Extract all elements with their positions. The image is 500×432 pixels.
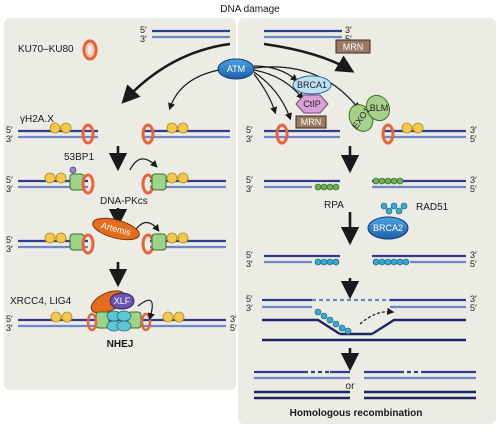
prime-label: 5′ bbox=[246, 250, 253, 260]
prime-label: 5′ bbox=[6, 235, 13, 245]
rpa-coat bbox=[314, 177, 404, 191]
prime-label: 3′ bbox=[6, 323, 13, 333]
prime-label: 5′ bbox=[470, 184, 477, 194]
rad51-invading-strand bbox=[314, 308, 352, 335]
nhej-ligation-complex bbox=[18, 290, 226, 332]
brca2 bbox=[367, 216, 409, 240]
ctip bbox=[295, 94, 329, 114]
prime-label: 5′ bbox=[470, 303, 477, 313]
prime-label: 3′ bbox=[246, 303, 253, 313]
prime-label: 3′ bbox=[6, 244, 13, 254]
rad51-filament-loading bbox=[380, 202, 408, 215]
artemis bbox=[92, 217, 140, 241]
rad51-label: RAD51 bbox=[416, 202, 449, 213]
prime-label: 5′ bbox=[246, 175, 253, 185]
mrn-box bbox=[335, 39, 371, 54]
brca2-label: BRCA2 bbox=[373, 223, 403, 233]
hr-resolution-product-a bbox=[254, 370, 350, 400]
atm-label: ATM bbox=[227, 64, 245, 74]
ctip-label: CtIP bbox=[303, 99, 321, 109]
prime-label: 3′ bbox=[140, 34, 147, 44]
prime-label: 5′ bbox=[6, 175, 13, 185]
nhej-panel bbox=[4, 18, 236, 390]
nhej-dna-artemis bbox=[18, 221, 226, 255]
hr-strand-invasion bbox=[262, 298, 466, 342]
prime-label: 3′ bbox=[246, 134, 253, 144]
hr-dna-rad51-filament bbox=[264, 254, 466, 264]
53bp1-label: 53BP1 bbox=[64, 152, 94, 163]
nhej-dna-pkcs-bound bbox=[18, 158, 226, 195]
prime-label: 3′ bbox=[246, 184, 253, 194]
or-label: or bbox=[346, 381, 356, 392]
nhej-dna-ku-bound bbox=[18, 122, 230, 145]
hr-resolution-product-b bbox=[364, 370, 476, 400]
prime-label: 3′ bbox=[246, 259, 253, 269]
prime-label: 5′ bbox=[246, 294, 253, 304]
prime-label: 3′ bbox=[6, 134, 13, 144]
prime-label: 3′ bbox=[345, 25, 352, 35]
xlf bbox=[109, 292, 135, 310]
exo1-blm-complex bbox=[348, 94, 391, 132]
brca1-label: BRCA1 bbox=[297, 80, 327, 90]
ku-ring bbox=[82, 39, 98, 61]
prime-label: 3′ bbox=[470, 125, 477, 135]
arrow-to-mrn bbox=[263, 42, 355, 73]
mrn-box bbox=[295, 115, 327, 129]
dna-pkcs-label: DNA-PKcs bbox=[100, 196, 148, 207]
prime-label: 5′ bbox=[345, 34, 352, 44]
prime-label: 5′ bbox=[6, 125, 13, 135]
prime-label: 5′ bbox=[246, 125, 253, 135]
dna-damage-title: DNA damage bbox=[220, 4, 280, 15]
ku70-ku80-label: KU70–KU80 bbox=[18, 44, 74, 55]
arrow-to-ku-binding bbox=[121, 42, 231, 104]
rad51-coat bbox=[314, 258, 410, 266]
mrn-label: MRN bbox=[343, 42, 364, 52]
atm-activation-arrows bbox=[168, 65, 360, 121]
xrcc4-lig4-label: XRCC4, LIG4 bbox=[10, 296, 72, 307]
prime-label: 3′ bbox=[230, 314, 237, 324]
hr-pathway-label: Homologous recombination bbox=[290, 408, 423, 419]
prime-label: 5′ bbox=[230, 323, 237, 333]
prime-label: 5′ bbox=[470, 134, 477, 144]
hr-resected-dna-rpa bbox=[264, 179, 466, 189]
prime-label: 3′ bbox=[6, 184, 13, 194]
xlf-label: XLF bbox=[114, 296, 131, 306]
prime-label: 3′ bbox=[470, 294, 477, 304]
prime-label: 3′ bbox=[470, 175, 477, 185]
mrn-label: MRN bbox=[301, 117, 322, 127]
prime-label: 3′ bbox=[470, 250, 477, 260]
atm-kinase bbox=[217, 58, 255, 80]
gamma-h2ax-label: γH2A.X bbox=[20, 114, 54, 125]
damaged-dna-top bbox=[152, 29, 342, 39]
prime-label: 5′ bbox=[470, 259, 477, 269]
blm-label: BLM bbox=[370, 103, 389, 113]
rpa-label: RPA bbox=[324, 200, 344, 211]
nhej-pathway-label: NHEJ bbox=[107, 339, 134, 350]
hr-dna-mrn-bound bbox=[264, 122, 466, 145]
brca1 bbox=[292, 75, 332, 95]
prime-label: 5′ bbox=[6, 314, 13, 324]
prime-label: 5′ bbox=[140, 25, 147, 35]
hr-panel bbox=[238, 18, 496, 424]
